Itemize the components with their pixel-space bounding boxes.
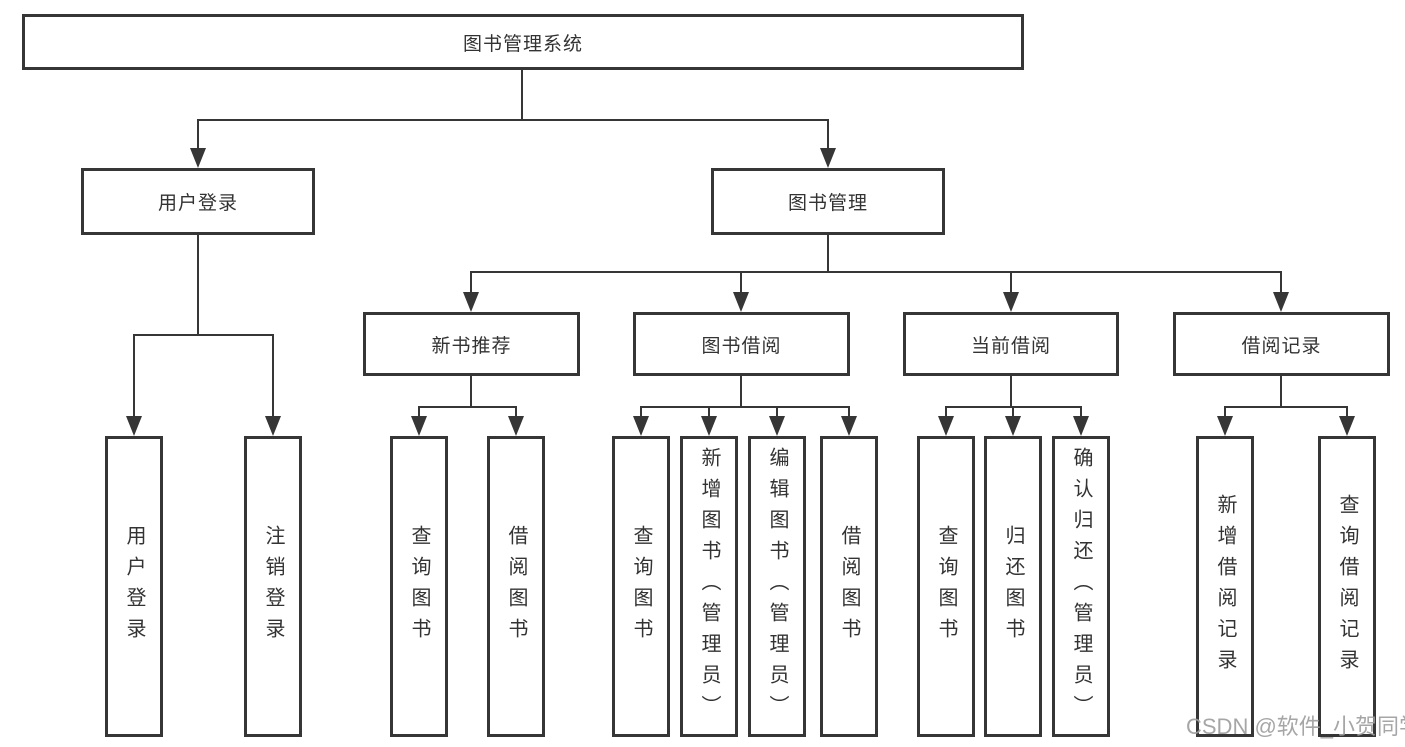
leaf-query-books-current: 查询图书 [917, 436, 975, 737]
leaf-label: 确认归还（管理员） [1070, 447, 1092, 726]
node-library-management-system: 图书管理系统 [22, 14, 1024, 70]
connector-line [470, 271, 472, 294]
leaf-label: 归还图书 [1002, 524, 1024, 649]
arrowhead-icon [733, 292, 749, 312]
leaf-label: 注销登录 [262, 524, 284, 649]
connector-line [133, 334, 135, 418]
arrowhead-icon [769, 416, 785, 436]
leaf-label: 借阅图书 [505, 524, 527, 649]
leaf-label: 查询借阅记录 [1336, 493, 1358, 680]
leaf-user-login: 用户登录 [105, 436, 163, 737]
node-label: 图书管理 [787, 193, 868, 214]
connector-line [470, 271, 1282, 273]
connector-line [640, 406, 850, 408]
connector-line [1224, 406, 1348, 408]
connector-line [197, 119, 829, 121]
leaf-query-books-borrowing: 查询图书 [612, 436, 670, 737]
leaf-label: 编辑图书（管理员） [766, 447, 788, 726]
leaf-add-book-admin: 新增图书（管理员） [680, 436, 738, 737]
connector-line [740, 376, 742, 407]
arrowhead-icon [190, 148, 206, 168]
arrowhead-icon [463, 292, 479, 312]
connector-line [945, 406, 947, 418]
node-borrowing-records: 借阅记录 [1173, 312, 1390, 376]
node-book-borrowing: 图书借阅 [633, 312, 850, 376]
leaf-label: 用户登录 [123, 524, 145, 649]
leaf-label: 新增图书（管理员） [698, 447, 720, 726]
arrowhead-icon [265, 416, 281, 436]
connector-line [418, 406, 420, 418]
leaf-label: 查询图书 [408, 524, 430, 649]
connector-line [776, 406, 778, 418]
arrowhead-icon [1217, 416, 1233, 436]
connector-line [133, 334, 274, 336]
connector-line [1280, 271, 1282, 294]
arrowhead-icon [1273, 292, 1289, 312]
arrowhead-icon [820, 148, 836, 168]
connector-line [708, 406, 710, 418]
connector-line [1012, 406, 1014, 418]
connector-line [272, 334, 274, 418]
leaf-add-borrow-record: 新增借阅记录 [1196, 436, 1254, 737]
arrowhead-icon [1073, 416, 1089, 436]
connector-line [470, 376, 472, 407]
arrowhead-icon [411, 416, 427, 436]
node-label: 当前借阅 [970, 335, 1051, 357]
node-label: 图书管理系统 [462, 33, 583, 55]
leaf-label: 借阅图书 [838, 524, 860, 649]
leaf-label: 新增借阅记录 [1214, 493, 1236, 680]
connector-line [827, 235, 829, 273]
arrowhead-icon [701, 416, 717, 436]
leaf-query-books-recommend: 查询图书 [390, 436, 448, 737]
arrowhead-icon [1003, 292, 1019, 312]
arrowhead-icon [633, 416, 649, 436]
leaf-return-books: 归还图书 [984, 436, 1042, 737]
arrowhead-icon [1005, 416, 1021, 436]
connector-line [640, 406, 642, 418]
connector-line [515, 406, 517, 418]
leaf-label: 查询图书 [630, 524, 652, 649]
node-label: 新书推荐 [431, 335, 512, 357]
arrowhead-icon [1339, 416, 1355, 436]
connector-line [827, 119, 829, 150]
connector-line [521, 70, 523, 120]
connector-line [418, 406, 517, 408]
csdn-watermark: CSDN @软件_小贺同学 [1186, 714, 1405, 739]
leaf-label: 查询图书 [935, 524, 957, 649]
connector-line [1010, 376, 1012, 407]
leaf-logout: 注销登录 [244, 436, 302, 737]
connector-line [1280, 376, 1282, 407]
leaf-query-borrow-record: 查询借阅记录 [1318, 436, 1376, 737]
leaf-borrow-books: 借阅图书 [820, 436, 878, 737]
connector-line [197, 235, 199, 336]
node-book-management: 图书管理 [711, 168, 945, 235]
node-user-login: 用户登录 [81, 168, 315, 235]
connector-line [1010, 271, 1012, 294]
connector-line [197, 119, 199, 150]
connector-line [848, 406, 850, 418]
node-label: 用户登录 [157, 193, 238, 214]
connector-line [740, 271, 742, 294]
node-current-borrowing: 当前借阅 [903, 312, 1119, 376]
leaf-borrow-books-recommend: 借阅图书 [487, 436, 545, 737]
leaf-edit-book-admin: 编辑图书（管理员） [748, 436, 806, 737]
connector-line [1080, 406, 1082, 418]
arrowhead-icon [938, 416, 954, 436]
leaf-confirm-return-admin: 确认归还（管理员） [1052, 436, 1110, 737]
node-label: 借阅记录 [1241, 335, 1322, 357]
connector-line [1224, 406, 1226, 418]
arrowhead-icon [126, 416, 142, 436]
node-new-book-recommend: 新书推荐 [363, 312, 580, 376]
connector-line [1346, 406, 1348, 418]
arrowhead-icon [508, 416, 524, 436]
node-label: 图书借阅 [701, 335, 782, 357]
arrowhead-icon [841, 416, 857, 436]
